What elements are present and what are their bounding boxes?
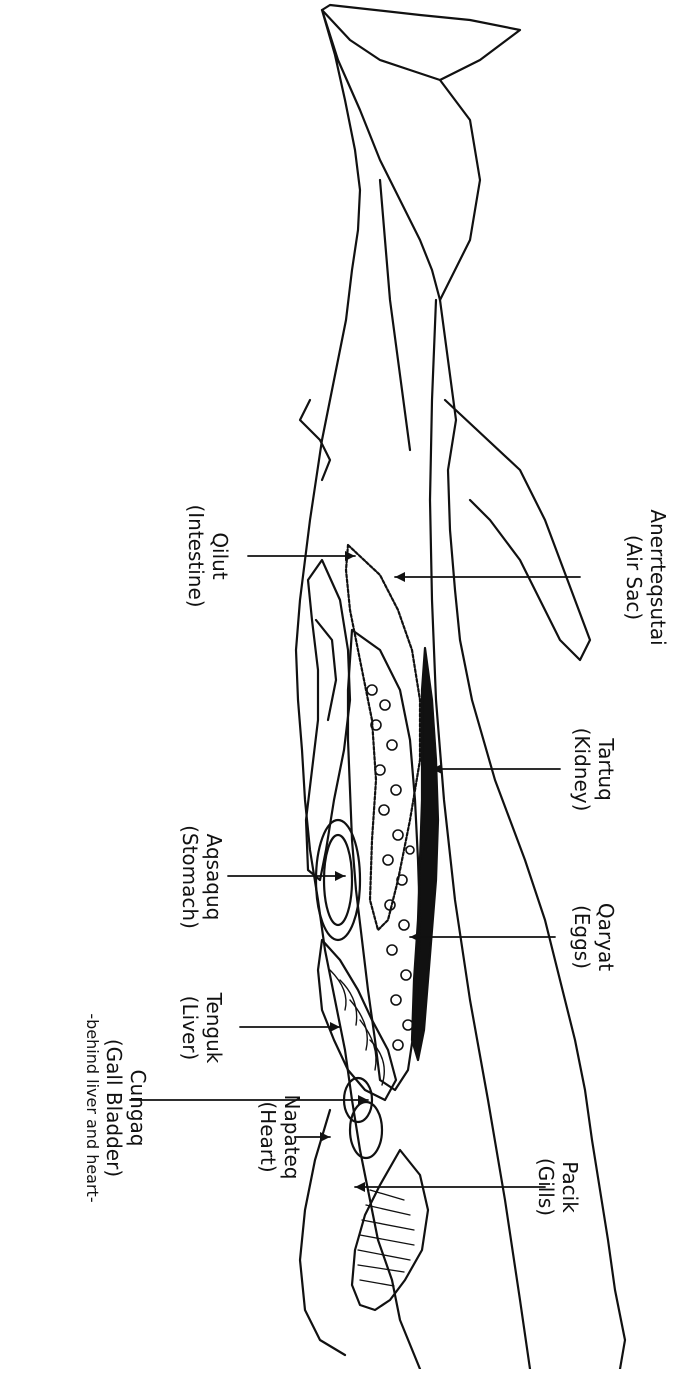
- label-gall-bladder-native: Cungaq: [126, 988, 150, 1228]
- label-liver-english: (Liver): [178, 978, 202, 1078]
- label-air-sac: Anerrteqsutai (Air Sac): [622, 505, 670, 650]
- label-eggs-native: Qaryat: [594, 884, 618, 990]
- label-gall-bladder-note: -behind liver and heart-: [82, 988, 102, 1228]
- label-heart-native: Napateq: [280, 1082, 304, 1192]
- label-intestine-english: (Intestine): [184, 492, 208, 620]
- label-liver-native: Tenguk: [202, 978, 226, 1078]
- label-eggs-english: (Eggs): [570, 884, 594, 990]
- label-liver: Tenguk (Liver): [178, 978, 226, 1078]
- label-air-sac-english: (Air Sac): [622, 505, 646, 650]
- label-eggs: Qaryat (Eggs): [570, 884, 618, 990]
- label-kidney-english: (Kidney): [570, 712, 594, 827]
- label-gall-bladder: Cungaq (Gall Bladder) -behind liver and …: [82, 988, 150, 1228]
- label-stomach: Aqsaquq (Stomach): [178, 822, 226, 932]
- label-stomach-native: Aqsaquq: [202, 822, 226, 932]
- label-gills-native: Pacik: [558, 1137, 582, 1237]
- label-heart: Napateq (Heart): [256, 1082, 304, 1192]
- label-intestine-native: Qilut: [208, 492, 232, 620]
- label-gills: Pacik (Gills): [534, 1137, 582, 1237]
- label-stomach-english: (Stomach): [178, 822, 202, 932]
- label-heart-english: (Heart): [256, 1082, 280, 1192]
- label-gall-bladder-english: (Gall Bladder): [102, 988, 126, 1228]
- label-air-sac-native: Anerrteqsutai: [646, 505, 670, 650]
- label-intestine: Qilut (Intestine): [184, 492, 232, 620]
- label-gills-english: (Gills): [534, 1137, 558, 1237]
- label-kidney-native: Tartuq: [594, 712, 618, 827]
- label-kidney: Tartuq (Kidney): [570, 712, 618, 827]
